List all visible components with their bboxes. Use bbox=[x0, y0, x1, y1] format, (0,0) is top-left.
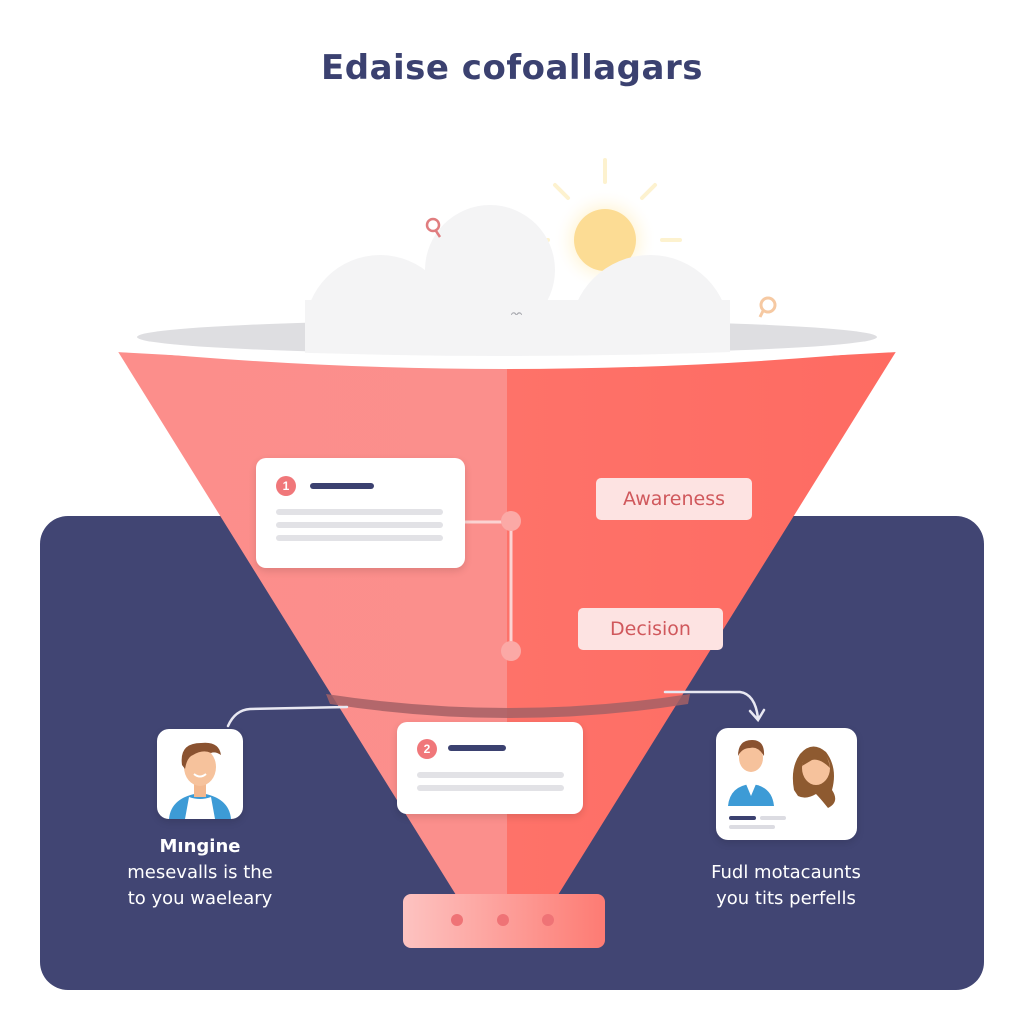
card-title-bar bbox=[448, 745, 506, 751]
card-text-line bbox=[276, 509, 443, 515]
stage-tag-decision: Decision bbox=[578, 608, 723, 650]
card-text-line bbox=[276, 522, 443, 528]
right-caption-line: Fudl motacaunts bbox=[711, 862, 861, 883]
funnel-base bbox=[403, 894, 605, 948]
people-pair-icon bbox=[728, 740, 836, 829]
stage-tag-label: Awareness bbox=[622, 488, 726, 510]
right-caption: Fudl motacaunts you tits perfells bbox=[686, 860, 886, 912]
card-text-line bbox=[276, 535, 443, 541]
left-caption-heading: Mıngine bbox=[159, 836, 241, 857]
location-pin-icon bbox=[758, 296, 777, 318]
left-caption-line: mesevalls is the bbox=[127, 862, 273, 883]
right-caption-line: you tits perfells bbox=[716, 888, 856, 909]
search-icon bbox=[425, 217, 442, 238]
step-number-badge: 2 bbox=[417, 739, 437, 759]
left-caption-line: to you waeleary bbox=[127, 888, 273, 909]
card-title-bar bbox=[310, 483, 374, 489]
stage-tag-awareness: Awareness bbox=[596, 478, 752, 520]
card-text-line bbox=[417, 772, 564, 778]
stage-tag-label: Decision bbox=[610, 618, 691, 640]
people-pair-card bbox=[716, 728, 857, 840]
man-avatar-icon bbox=[169, 742, 231, 819]
page-title: Edaise cofoallagars bbox=[321, 48, 703, 88]
base-dot bbox=[542, 914, 554, 926]
card-text-line bbox=[417, 785, 564, 791]
left-caption: Mıngine mesevalls is the to you waeleary bbox=[100, 834, 300, 912]
base-dot bbox=[497, 914, 509, 926]
funnel-step-card-2: 2 bbox=[397, 722, 583, 814]
step-number-badge: 1 bbox=[276, 476, 296, 496]
base-dot bbox=[451, 914, 463, 926]
funnel-step-card-1: 1 bbox=[256, 458, 465, 568]
man-avatar-card bbox=[157, 729, 243, 819]
